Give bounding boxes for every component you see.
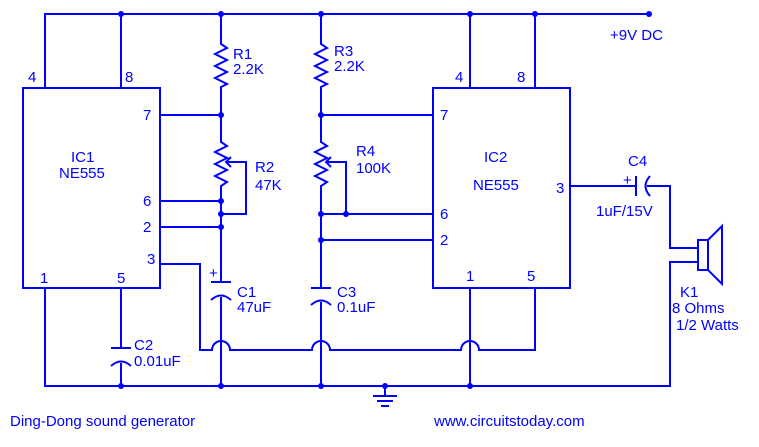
r3-value: 2.2K [334,58,365,75]
ic1-pin5-label: 5 [117,270,125,287]
ic2-pin7-label: 7 [440,107,448,124]
junction-dot [218,112,224,118]
ic1-pin8-label: 8 [125,69,133,86]
r3-name: R3 [334,43,353,60]
r2-value: 47K [255,177,282,194]
ic2-body [432,87,571,289]
speaker-magnet [697,239,709,271]
ground-symbol [373,395,397,407]
r1-value: 2.2K [233,61,264,78]
junction-dot [467,383,473,389]
r1-name: R1 [233,46,252,63]
speaker-cone [707,223,723,287]
junction-dot [532,11,538,17]
supply-label: +9V DC [610,27,663,44]
junctions [118,11,652,389]
ic1-part: NE555 [59,165,105,182]
ic2-pin8-label: 8 [517,69,525,86]
r4-value: 100K [356,160,391,177]
c3-name: C3 [337,284,356,301]
website-credit: www.circuitstoday.com [433,413,585,430]
c4-name: C4 [628,153,647,170]
c1-value: 47uF [237,299,271,316]
junction-dot [218,11,224,17]
c1-polarity: + [209,265,218,282]
wires [44,13,699,397]
junction-dot [467,11,473,17]
junction-dot [646,11,652,17]
r4-arrowhead [324,156,332,168]
c4-value: 1uF/15V [596,203,653,220]
c4-polarity: + [623,172,632,189]
c2-name: C2 [134,337,153,354]
junction-dot [318,211,324,217]
ic2-pin5-wire [478,287,536,351]
c1-plate-bottom [210,294,232,301]
junction-dot [382,383,388,389]
r4-name: R4 [356,143,375,160]
junction-dot [118,383,124,389]
c2-plate-bottom [110,360,132,367]
junction-dot [318,112,324,118]
ic2-pin2-label: 2 [440,232,448,249]
k1-value: 8 Ohms [672,300,725,317]
ic1-pin6-label: 6 [143,193,151,210]
diagram-title: Ding-Dong sound generator [10,413,195,430]
ic1-pin2-label: 2 [143,219,151,236]
k1-rating: 1/2 Watts [676,317,739,334]
r1-resistor [212,40,230,90]
ic1-pin3-label: 3 [147,251,155,268]
ic2-pin1-label: 1 [466,268,474,285]
r2-resistor [212,138,230,192]
ic1-pin1-label: 1 [40,270,48,287]
c3-value: 0.1uF [337,299,375,316]
junction-dot [218,211,224,217]
ic1-body [22,87,161,289]
c2-value: 0.01uF [134,353,181,370]
junction-dot [318,11,324,17]
ic1-pin4-label: 4 [28,69,36,86]
c4-plate-right [644,175,651,197]
junction-dot [218,224,224,230]
ic2-name: IC2 [484,149,507,166]
r4-resistor [312,138,330,192]
ic2-pin4-label: 4 [455,69,463,86]
junction-dot [218,198,224,204]
junction-dot [343,211,349,217]
c3-plate-bottom [310,299,332,306]
ic1-name: IC1 [71,149,94,166]
ic2-part: NE555 [473,177,519,194]
ic2-pin3-label: 3 [556,180,564,197]
junction-dot [218,383,224,389]
k1-name: K1 [680,284,698,301]
speaker-return-wire [669,261,699,387]
r2-wiper-wire [220,161,247,215]
c4-speaker-wire [647,185,699,249]
junction-dot [318,383,324,389]
hop-c3 [310,340,332,352]
c1-name: C1 [237,284,256,301]
r4-wiper-wire [333,161,347,215]
junction-dot [118,11,124,17]
junction-dot [318,237,324,243]
ic1-pin7-label: 7 [143,107,151,124]
hop-c1 [210,340,232,352]
ic2-pin6-label: 6 [440,206,448,223]
r2-arrowhead [224,156,232,168]
r2-name: R2 [255,159,274,176]
r3-resistor [312,40,330,90]
ic2-pin5-label: 5 [527,268,535,285]
ic1-pin3-wire [159,263,213,351]
